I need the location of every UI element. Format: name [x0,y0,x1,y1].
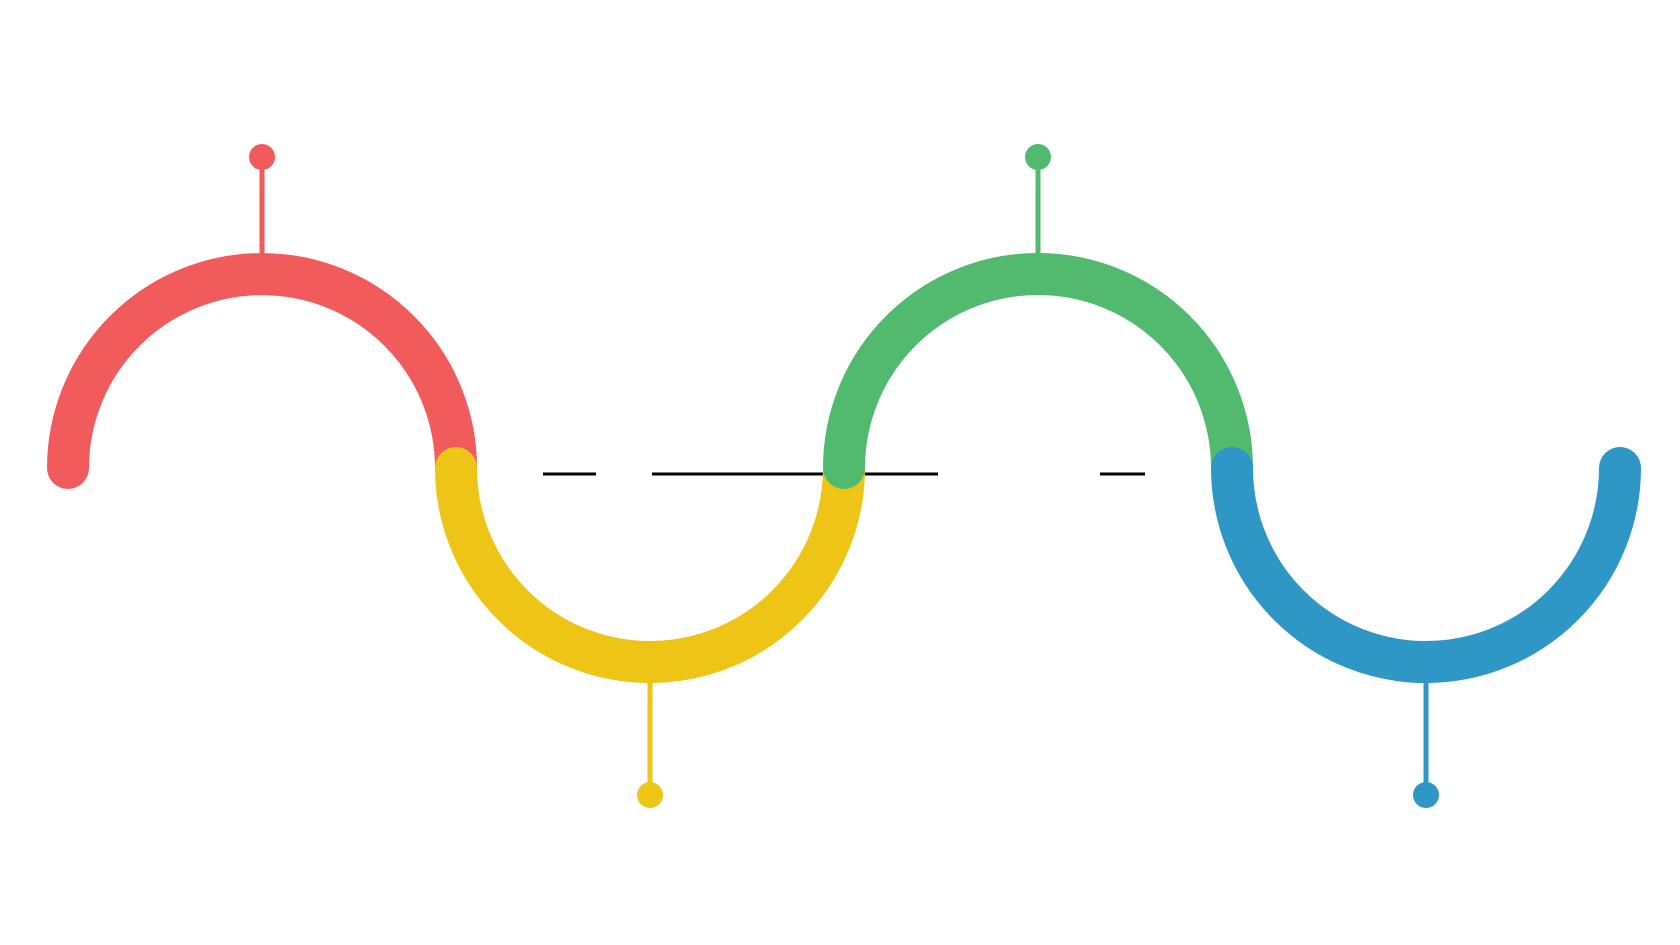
segment-2 [435,447,865,808]
segment-3 [823,144,1253,489]
segment-3-arc [823,253,1253,489]
segment-4-pin-dot [1413,782,1439,808]
segment-2-pin-dot [637,782,663,808]
segment-1 [47,144,477,489]
segment-3-pin-dot [1025,144,1051,170]
segment-1-pin-dot [249,144,275,170]
segment-2-arc [435,447,865,683]
segment-1-arc [47,253,477,489]
segment-4 [1211,447,1641,808]
segment-4-arc [1211,447,1641,683]
